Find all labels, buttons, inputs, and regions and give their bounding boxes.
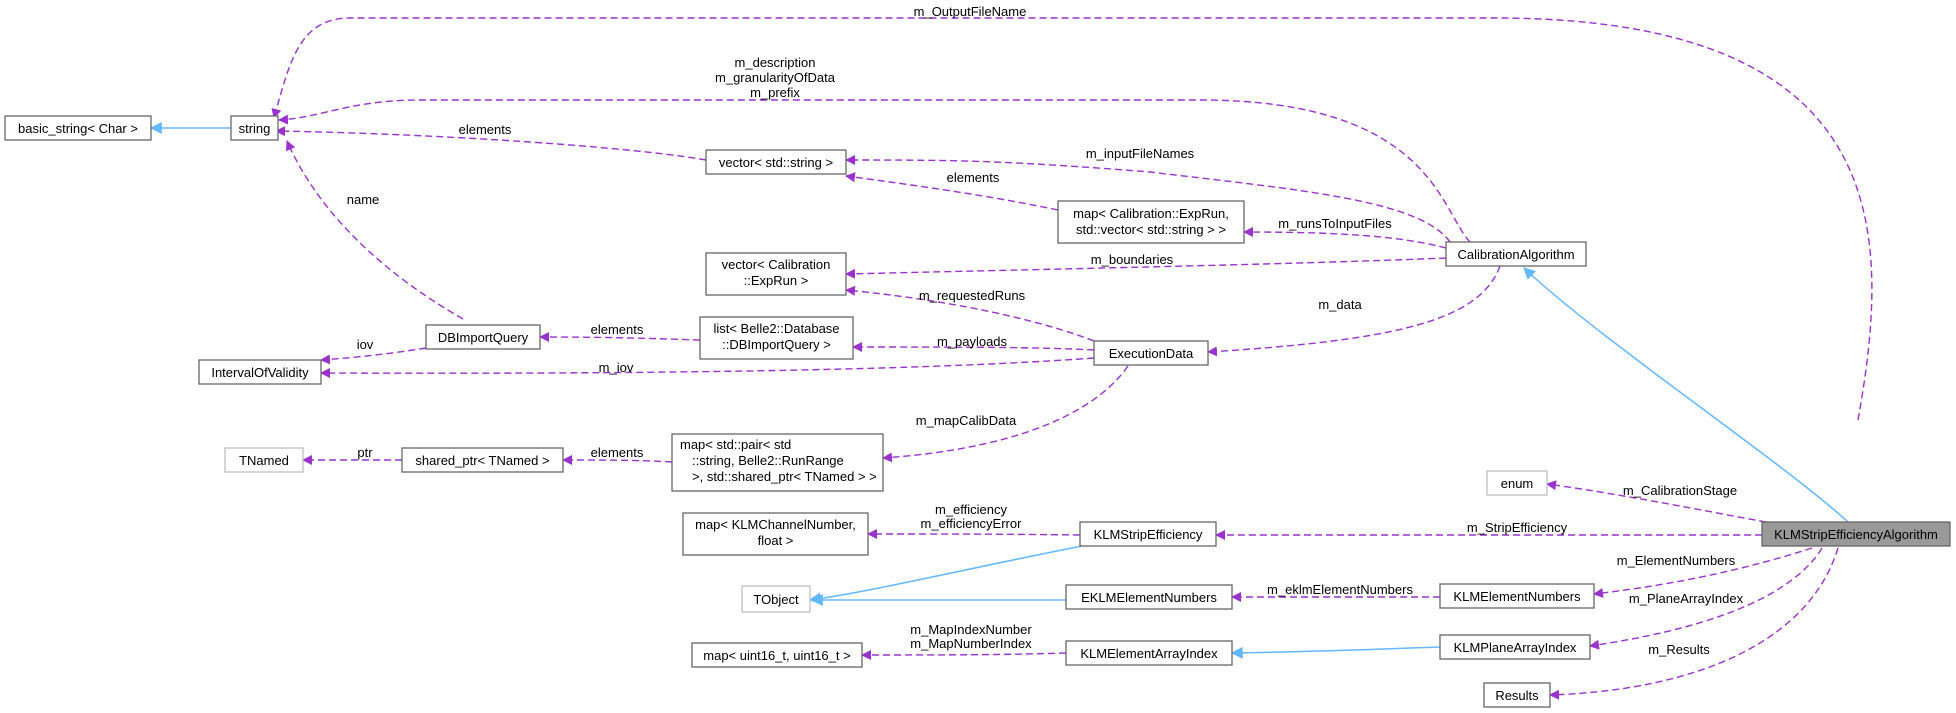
edge-m-elementnumbers: [1593, 547, 1813, 598]
svg-text:KLMElementArrayIndex: KLMElementArrayIndex: [1080, 646, 1218, 661]
svg-text:TNamed: TNamed: [239, 453, 289, 468]
edge-m-mapindexnumber: [861, 649, 1067, 660]
label-m-calibrationstage: m_CalibrationStage: [1623, 483, 1737, 498]
label-m-payloads: m_payloads: [937, 334, 1008, 349]
edge-name: [286, 140, 464, 320]
edge-m-calibrationstage: [1546, 480, 1767, 523]
node-klm-strip-efficiency-algorithm[interactable]: KLMStripEfficiencyAlgorithm: [1761, 521, 1951, 547]
svg-text:KLMStripEfficiency: KLMStripEfficiency: [1094, 527, 1203, 542]
edge-m-runstoinputfiles: [1243, 227, 1447, 249]
label-m-iov: m_iov: [599, 360, 634, 375]
svg-text:enum: enum: [1501, 476, 1534, 491]
node-interval-of-validity[interactable]: IntervalOfValidity: [198, 359, 322, 385]
edge-m-boundaries: [845, 257, 1447, 279]
label-iov: iov: [357, 337, 374, 352]
svg-text:KLMElementNumbers: KLMElementNumbers: [1453, 589, 1581, 604]
svg-text:vector< Calibration::ExpRun >: vector< Calibration::ExpRun >: [722, 257, 831, 288]
svg-text:DBImportQuery: DBImportQuery: [438, 330, 529, 345]
edge-m-efficiency: [867, 529, 1081, 540]
node-calibration-algorithm[interactable]: CalibrationAlgorithm: [1445, 241, 1587, 267]
label-m-outputfilename: m_OutputFileName: [914, 4, 1027, 19]
node-enum[interactable]: enum: [1486, 470, 1548, 496]
edge-m-inputfilenames: [845, 155, 1451, 243]
node-map-klmchannel[interactable]: map< KLMChannelNumber,float >: [682, 512, 869, 556]
edge-dbimport-elements: [539, 332, 701, 343]
node-tobject[interactable]: TObject: [741, 585, 811, 613]
svg-text:map< std::pair< std::string, B: map< std::pair< std::string, Belle2::Run…: [680, 437, 877, 484]
svg-text:TObject: TObject: [753, 592, 799, 607]
svg-text:vector< std::string >: vector< std::string >: [719, 155, 833, 170]
node-map-pair[interactable]: map< std::pair< std::string, Belle2::Run…: [671, 433, 884, 492]
node-vector-string[interactable]: vector< std::string >: [705, 149, 847, 175]
svg-text:KLMStripEfficiencyAlgorithm: KLMStripEfficiencyAlgorithm: [1774, 527, 1938, 542]
edge-iov: [320, 347, 427, 365]
edge-m-description: [278, 99, 1471, 243]
svg-text:CalibrationAlgorithm: CalibrationAlgorithm: [1457, 247, 1574, 262]
node-tnamed[interactable]: TNamed: [224, 447, 304, 473]
label-m-eklmelementnumbers: m_eklmElementNumbers: [1267, 582, 1413, 597]
node-klm-strip-efficiency[interactable]: KLMStripEfficiency: [1079, 521, 1217, 547]
label-name: name: [347, 192, 380, 207]
label-m-data: m_data: [1318, 297, 1362, 312]
label-dbimport-elements: elements: [591, 322, 644, 337]
edge-vector-elements: [845, 172, 1059, 211]
node-string[interactable]: string: [230, 115, 279, 141]
label-m-boundaries: m_boundaries: [1091, 252, 1174, 267]
label-m-mapcalibdata: m_mapCalibData: [916, 413, 1017, 428]
node-basic-string[interactable]: basic_string< Char >: [4, 115, 152, 141]
edge-m-outputfilename: [271, 17, 1873, 421]
label-m-inputfilenames: m_inputFileNames: [1086, 146, 1195, 161]
node-klm-element-numbers[interactable]: KLMElementNumbers: [1439, 583, 1595, 609]
node-eklm-element-numbers[interactable]: EKLMElementNumbers: [1065, 584, 1233, 610]
edge-inherit-element-array-index: [1230, 646, 1441, 659]
label-m-requestedruns: m_requestedRuns: [919, 288, 1026, 303]
svg-text:basic_string< Char >: basic_string< Char >: [18, 121, 138, 136]
label-m-planearrayindex: m_PlaneArrayIndex: [1629, 591, 1744, 606]
svg-text:EKLMElementNumbers: EKLMElementNumbers: [1081, 590, 1217, 605]
svg-text:shared_ptr< TNamed >: shared_ptr< TNamed >: [415, 453, 549, 468]
edge-inherit-tobject-strip: [808, 545, 1083, 605]
label-m-runstoinputfiles: m_runsToInputFiles: [1278, 216, 1392, 231]
node-map-uint16[interactable]: map< uint16_t, uint16_t >: [691, 642, 863, 668]
node-shared-ptr-tnamed[interactable]: shared_ptr< TNamed >: [401, 447, 564, 473]
svg-text:list< Belle2::Database::DBImpo: list< Belle2::Database::DBImportQuery >: [713, 321, 839, 352]
svg-text:ExecutionData: ExecutionData: [1109, 346, 1194, 361]
edge-m-requestedruns: [845, 285, 1095, 342]
svg-text:map< uint16_t, uint16_t >: map< uint16_t, uint16_t >: [703, 648, 850, 663]
edge-inherit-calibration-algorithm: [1523, 267, 1849, 523]
node-results[interactable]: Results: [1483, 682, 1551, 708]
edge-m-data: [1207, 265, 1501, 357]
svg-text:string: string: [239, 121, 271, 136]
node-klm-plane-array-index[interactable]: KLMPlaneArrayIndex: [1439, 634, 1591, 660]
node-dbimportquery[interactable]: DBImportQuery: [425, 324, 541, 350]
svg-text:Results: Results: [1495, 688, 1539, 703]
label-m-stripefficiency: m_StripEfficiency: [1467, 520, 1568, 535]
edge-m-iov: [320, 357, 1095, 379]
node-vector-exprun[interactable]: vector< Calibration::ExpRun >: [705, 252, 847, 296]
label-ptr: ptr: [357, 445, 373, 460]
label-shared-elements: elements: [591, 445, 644, 460]
node-map-exprun[interactable]: map< Calibration::ExpRun,std::vector< st…: [1057, 200, 1245, 244]
label-vector-elements: elements: [947, 170, 1000, 185]
edge-shared-elements: [562, 455, 673, 466]
node-list-dbimport[interactable]: list< Belle2::Database::DBImportQuery >: [699, 316, 854, 360]
edge-string-elements: [275, 126, 707, 161]
svg-text:map< Calibration::ExpRun,std::: map< Calibration::ExpRun,std::vector< st…: [1073, 206, 1229, 237]
node-execution-data[interactable]: ExecutionData: [1093, 340, 1209, 366]
svg-text:map< KLMChannelNumber,float >: map< KLMChannelNumber,float >: [695, 517, 856, 548]
edge-m-results: [1549, 547, 1839, 700]
svg-text:KLMPlaneArrayIndex: KLMPlaneArrayIndex: [1454, 640, 1577, 655]
edge-m-planearrayindex: [1589, 547, 1823, 650]
svg-text:IntervalOfValidity: IntervalOfValidity: [211, 365, 309, 380]
label-m-elementnumbers: m_ElementNumbers: [1617, 553, 1736, 568]
node-klm-element-array-index[interactable]: KLMElementArrayIndex: [1065, 640, 1233, 666]
label-m-results: m_Results: [1648, 642, 1710, 657]
label-string-elements: elements: [459, 122, 512, 137]
edge-m-mapcalibdata: [882, 365, 1129, 463]
edge-m-payloads: [852, 342, 1095, 353]
